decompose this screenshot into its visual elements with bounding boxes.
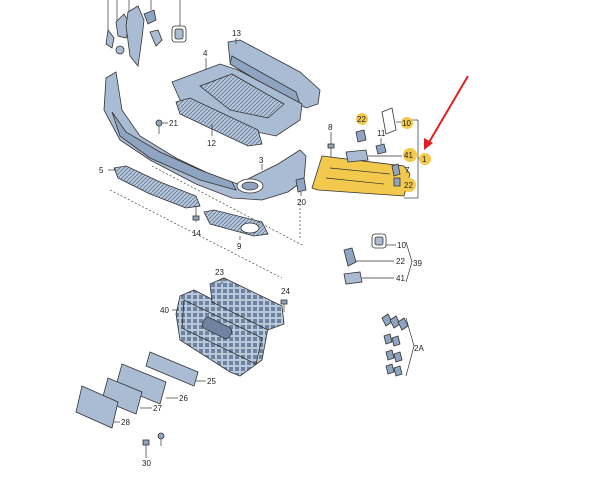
part-8-bolt: 8 [327,123,335,158]
callout-2A: 2A [414,344,424,353]
assembly-1-small-parts: 22 10 11 41 1 7 22 [345,107,431,192]
callout-13: 13 [232,29,241,38]
callout-40: 40 [160,306,169,315]
part-23-grille-frame: 23 [209,268,285,331]
group-39-parts: 10 22 41 39 [343,233,422,285]
callout-10a: 10 [402,119,411,128]
callout-22c: 22 [396,257,405,266]
part-26-plate: 26 [115,363,188,405]
callout-27: 27 [153,404,162,413]
callout-20: 20 [297,198,306,207]
callout-28: 28 [121,418,130,427]
dashed-reference-lines [109,165,305,279]
group-2A-clips: 2A [381,313,424,377]
callout-21: 21 [169,119,178,128]
part-30-screws: 30 [142,432,165,468]
callout-41b: 41 [396,274,405,283]
part-21-screw: 21 [155,119,178,134]
callout-22b-bubble [402,178,416,192]
part-14-screw: 14 [192,206,201,238]
callout-3: 3 [259,156,264,165]
part-24-screw: 24 [280,287,290,312]
callout-24: 24 [281,287,290,296]
part-25-plate-bracket: 25 [145,351,216,387]
part-27-plate: 27 [101,377,162,415]
callout-23: 23 [215,268,224,277]
callout-41a: 41 [404,151,413,160]
callout-41a-bubble [403,148,417,162]
part-1-highlight-panel [311,155,411,197]
callout-10a-bubble [401,117,413,129]
callout-1-bubble [419,153,431,165]
part-40-radiator-grille: 40 [160,289,269,377]
callout-11: 11 [377,129,386,138]
part-5-lower-grille-strip: 5 [99,165,201,209]
callout-39: 39 [413,259,422,268]
callout-30: 30 [142,459,151,468]
callout-22a-bubble [356,113,368,125]
callout-9: 9 [237,242,242,251]
callout-12: 12 [207,139,216,148]
part-9-fog-grille: 9 [203,209,269,251]
part-20-clip: 20 [295,177,307,207]
callout-8: 8 [328,123,333,132]
callout-7: 7 [405,166,410,175]
top-left-small-parts [105,0,187,67]
part-28-plate: 28 [75,385,130,429]
callout-4: 4 [203,49,208,58]
callout-5: 5 [99,166,104,175]
callout-10b: 10 [397,241,406,250]
callout-25: 25 [207,377,216,386]
callout-22a: 22 [357,115,366,124]
red-pointer-arrow [424,75,469,150]
callout-14: 14 [192,229,201,238]
callout-26: 26 [179,394,188,403]
callout-22b: 22 [404,181,413,190]
callout-1: 1 [422,155,427,164]
part-12-lower-guide: 12 [175,97,263,148]
part-3-bumper-cover: 3 [103,71,307,201]
